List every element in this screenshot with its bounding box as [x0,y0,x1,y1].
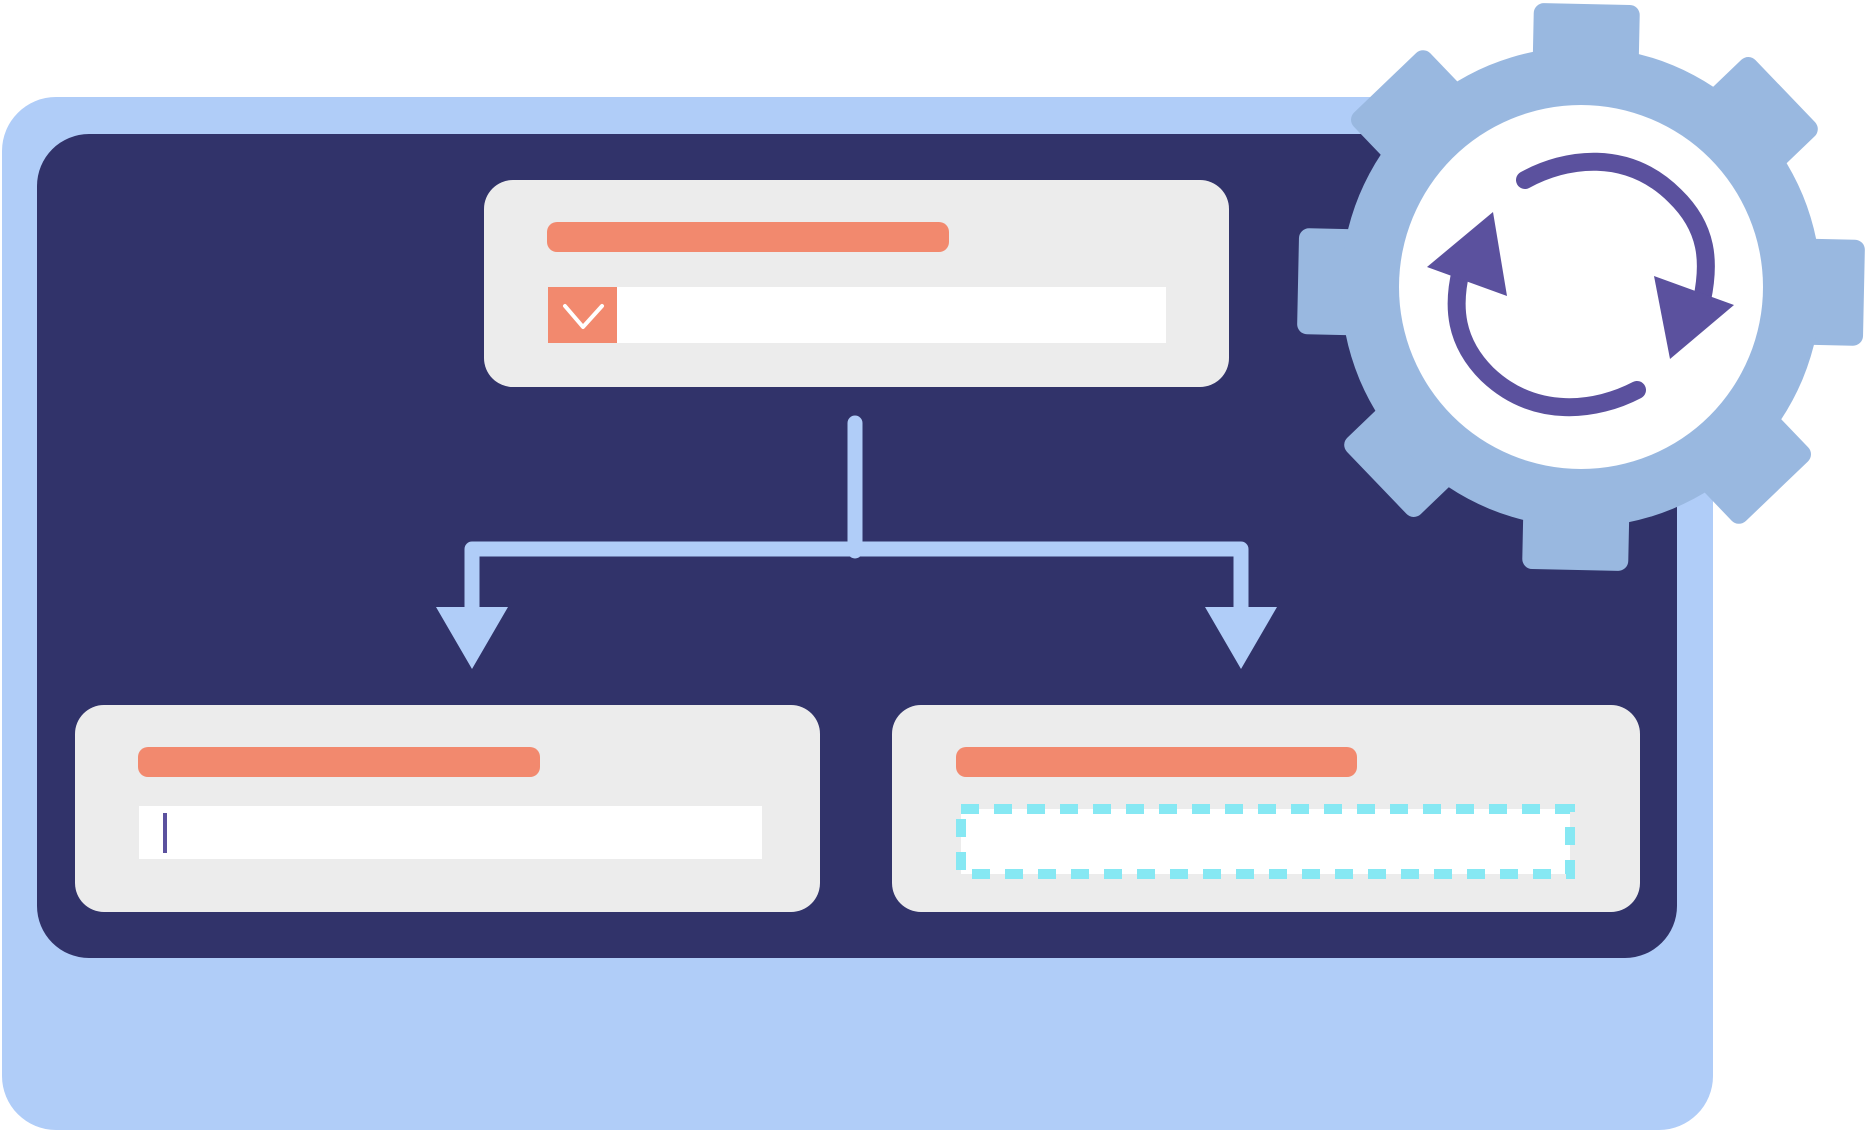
refresh-arrowhead-left-icon [1427,212,1507,296]
left-card [75,705,820,912]
top-card [484,180,1229,387]
gear-tooth [1702,57,1818,174]
gear-tooth [1694,408,1811,524]
arrow-down-left-icon [436,607,508,669]
right-card [892,705,1640,912]
gear-tooth [1344,400,1460,517]
flow-connector [436,415,1277,669]
refresh-icon [1427,152,1734,417]
chevron-down-icon [563,304,604,329]
top-card-background [484,180,1229,387]
right-card-text-input[interactable] [961,809,1570,874]
arrow-down-right-icon [1205,607,1277,669]
refresh-arc-bottom [1447,261,1646,417]
gear-tooth [1351,50,1468,166]
left-card-label-bar [138,747,540,777]
gear-refresh-icon [1297,3,1865,571]
top-card-label-bar [547,222,949,252]
left-card-text-input[interactable] [139,806,762,859]
dashed-focus-outline [956,804,1575,879]
refresh-arc-top [1516,152,1715,309]
text-cursor [163,813,167,853]
right-card-label-bar [956,747,1357,777]
dropdown-toggle-button[interactable] [548,287,617,343]
top-card-dropdown-field[interactable] [548,287,1166,343]
refresh-arrowhead-right-icon [1654,276,1734,359]
